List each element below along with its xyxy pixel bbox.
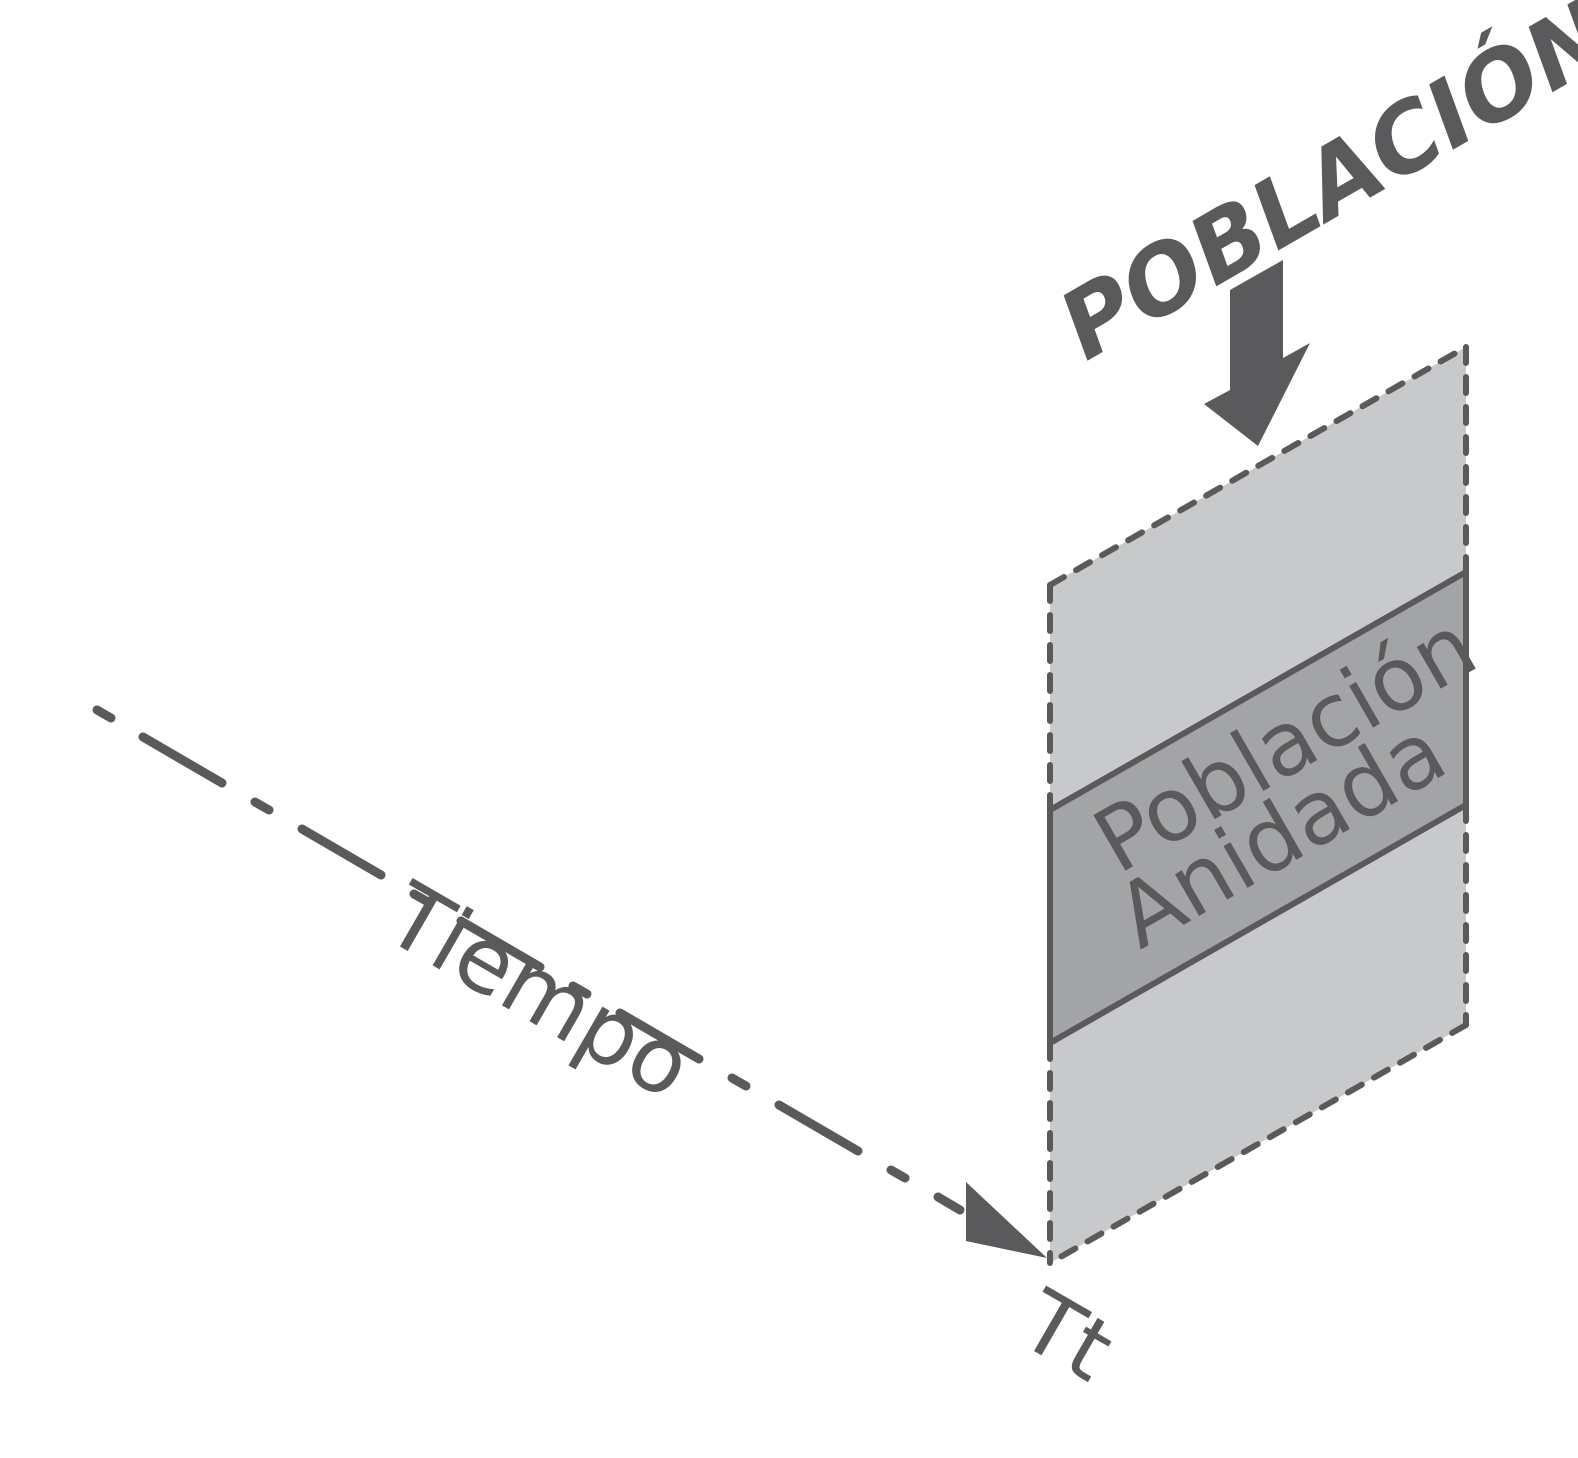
nested-population-band [1050, 572, 1466, 1043]
time-axis-label: Tiempo [368, 863, 709, 1121]
time-endpoint-label: Tt [1004, 1271, 1130, 1401]
time-axis [92, 705, 965, 1215]
band-solid-outline [1047, 569, 1469, 1046]
time-arrowhead [966, 1182, 1047, 1258]
poblacion-title: POBLACIÓN [1050, 0, 1578, 387]
panel-dashed-outline [1047, 344, 1469, 1266]
population-arrow [1204, 260, 1310, 446]
